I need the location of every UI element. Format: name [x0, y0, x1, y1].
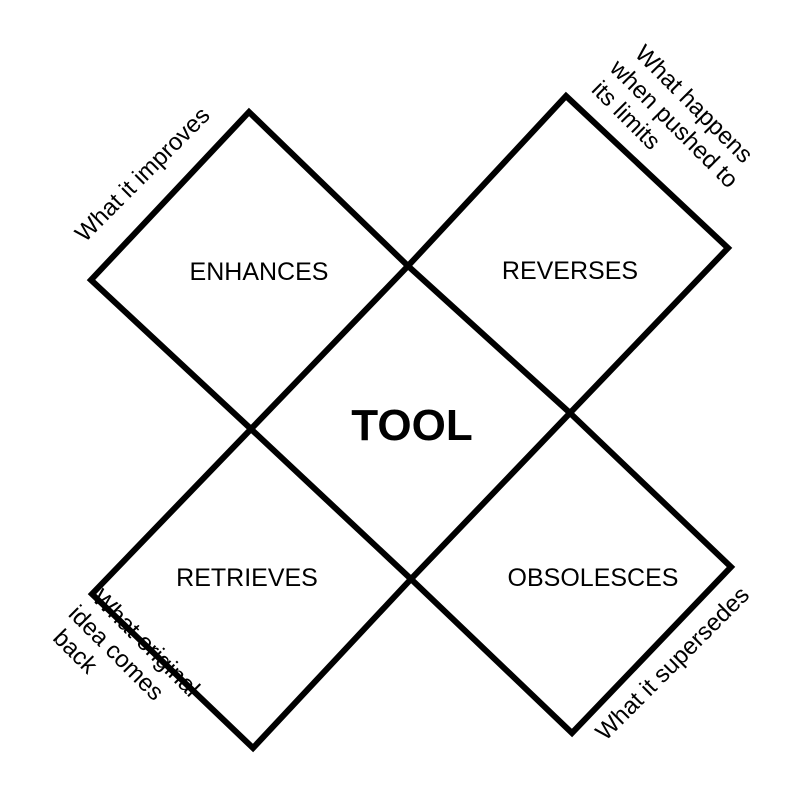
center-label: TOOL [351, 401, 472, 450]
diamond-obsolesces [406, 408, 736, 738]
diamond-retrieves [87, 424, 416, 753]
note-obsolesces: What it supersedes [591, 582, 755, 746]
quadrant-label-reverses: REVERSES [502, 257, 638, 285]
quadrant-label-obsolesces: OBSOLESCES [508, 564, 679, 592]
quadrant-label-retrieves: RETRIEVES [176, 564, 318, 592]
quadrant-label-enhances: ENHANCES [190, 258, 329, 286]
note-obsolesces-line-1: What it supersedes [591, 582, 755, 746]
note-retrieves: What original idea comes back [48, 584, 205, 706]
note-reverses: What happens when pushed to its limits [586, 40, 758, 194]
